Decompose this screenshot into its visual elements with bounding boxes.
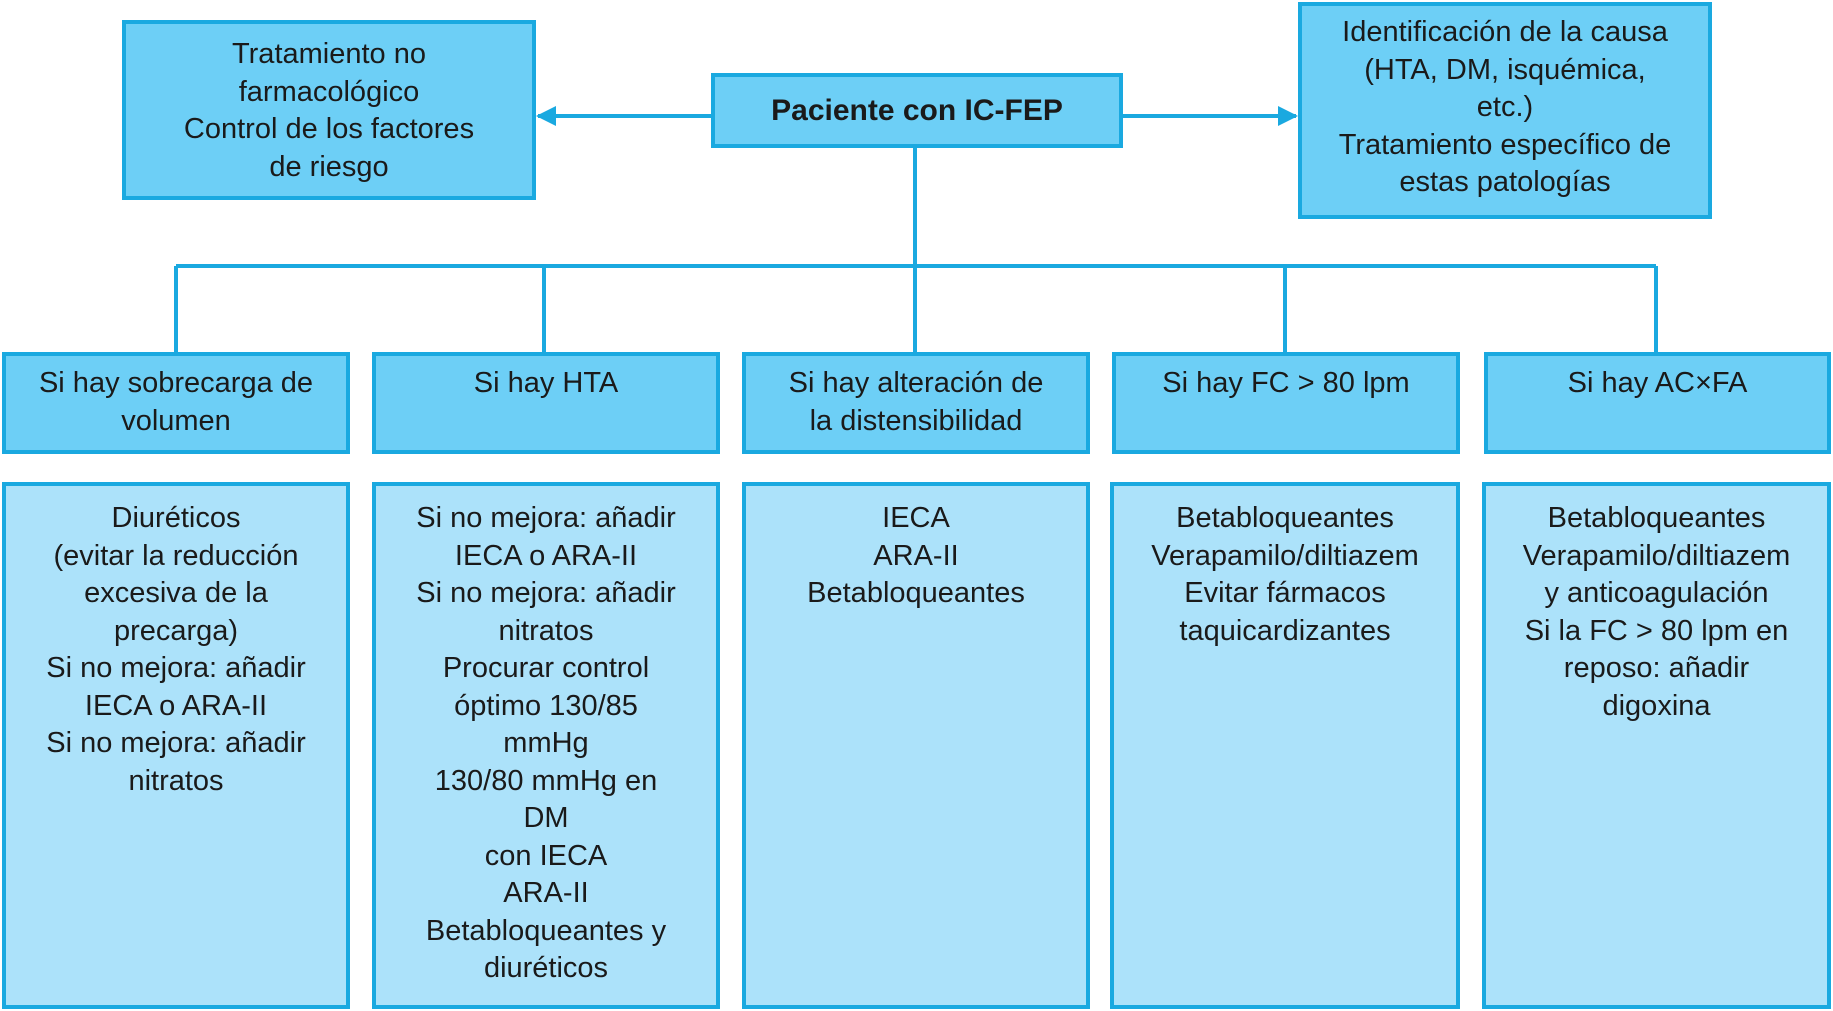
condition-box-5: Si hay AC×FA [1484,352,1831,454]
treatment-box-1: Diuréticos (evitar la reducción excesiva d… [2,482,350,1009]
text-line: IECA [882,502,950,534]
text-line: Verapamilo/diltiazem [1522,539,1791,572]
text-line: Identificación de la causa [1342,16,1668,48]
text-line: Control de los factores [183,113,475,145]
text-line: Evitar fármacos [1184,577,1386,609]
text-line: Si no mejora: añadir [46,727,306,759]
condition-box-3: Si hay alteración de la distensibilidad [742,352,1090,454]
treatment-box-3: IECA ARA-II Betabloqueantes [742,482,1090,1009]
text-line: la distensibilidad [809,404,1023,437]
text-line: con IECA [484,839,608,872]
text-line: Si hay alteración de [788,367,1044,399]
text-line: IECA o ARA-II [84,689,268,722]
text-line: Si no mejora: añadir [46,652,306,684]
text-line: (evitar la reducción [53,539,299,572]
text-line: (HTA, DM, isquémica, [1364,53,1646,86]
text-line: Si hay AC×FA [1567,367,1748,399]
right-box: Identificación de la causa (HTA, DM, isqu… [1298,2,1712,219]
text-line: Paciente con IC-FEP [771,93,1063,127]
text-line: volumen [121,404,231,437]
text-line: digoxina [1602,689,1711,722]
condition-box-1: Si hay sobrecarga de volumen [2,352,350,454]
text-line: excesiva de la [84,577,268,609]
center-box: Paciente con IC-FEP [711,73,1123,148]
text-line: 130/80 mmHg en [434,764,658,797]
text-line: de riesgo [269,150,389,183]
text-line: Betabloqueantes [807,577,1025,609]
text-line: y anticoagulación [1544,577,1769,609]
text-line: Verapamilo/diltiazem [1151,539,1419,572]
text-line: Si hay HTA [473,367,619,399]
text-line: diuréticos [483,952,609,984]
arrowhead-left [536,106,556,126]
text-line: Betabloqueantes [1176,502,1394,534]
text-line: Si no mejora: añadir [416,577,676,609]
text-line: nitratos [498,614,594,647]
text-line: ARA-II [503,877,589,909]
text-line: estas patologías [1399,166,1611,198]
text-line: reposo: añadir [1563,652,1750,684]
text-line: Betabloqueantes [1547,502,1766,534]
text-line: mmHg [503,727,589,759]
condition-box-4: Si hay FC > 80 lpm [1112,352,1460,454]
text-line: etc.) [1476,91,1534,123]
text-line: Si hay FC > 80 lpm [1162,367,1410,399]
condition-box-2: Si hay HTA [372,352,720,454]
text-line: Si hay sobrecarga de [38,367,314,399]
text-line: Tratamiento específico de [1338,128,1672,161]
text-line: Procurar control [442,652,650,684]
arrowhead-right [1278,106,1298,126]
text-line: taquicardizantes [1179,614,1391,647]
text-line: Si la FC > 80 lpm en [1524,614,1789,647]
text-line: ARA-II [873,539,959,572]
text-line: farmacológico [238,75,420,108]
text-line: DM [523,802,569,834]
text-line: Diuréticos [111,502,241,534]
text-line: Betabloqueantes y [425,914,667,947]
text-line: precarga) [113,614,239,647]
text-line: Si no mejora: añadir [416,502,676,534]
text-line: nitratos [128,764,224,797]
text-line: IECA o ARA-II [454,539,638,572]
text-line: óptimo 130/85 [454,689,638,722]
text-line: Tratamiento no [232,38,426,70]
